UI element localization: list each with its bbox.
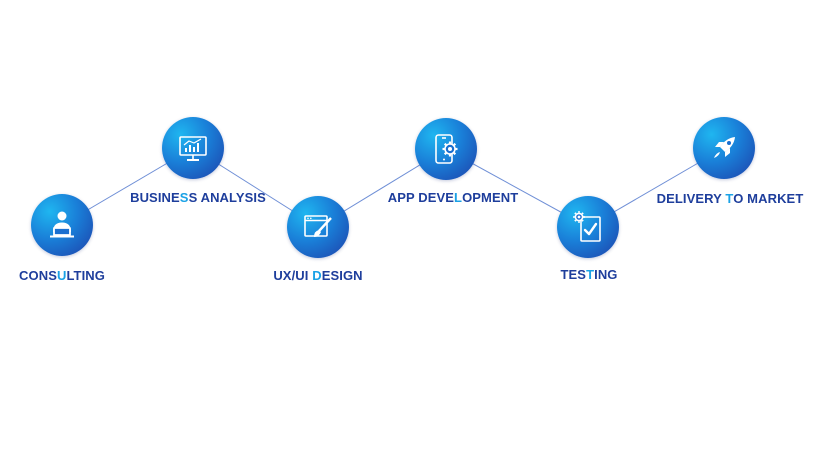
step-delivery-to-market-node	[693, 117, 755, 179]
step-ux-ui-design-label: UX/UI DESIGN	[273, 268, 363, 283]
person-at-laptop-icon	[50, 211, 74, 238]
step-business-analysis-label: BUSINESS ANALYSIS	[130, 190, 266, 205]
step-consulting-node	[31, 194, 93, 256]
step-testing-label: TESTING	[560, 267, 618, 282]
step-testing-node	[557, 196, 619, 258]
step-ux-ui-design-node	[287, 196, 349, 258]
step-delivery-to-market-label: DELIVERY TO MARKET	[656, 191, 804, 206]
step-business-analysis-node	[162, 117, 224, 179]
browser-paintbrush-icon	[304, 215, 332, 237]
step-consulting-label: CONSULTING	[19, 268, 105, 283]
monitor-bar-chart-icon	[179, 136, 207, 161]
step-app-development-label: APP DEVELOPMENT	[387, 190, 519, 205]
rocket-icon	[714, 137, 735, 158]
step-app-development-node	[415, 118, 477, 180]
phone-gear-icon	[435, 134, 458, 164]
clipboard-check-gear-icon	[573, 211, 601, 242]
